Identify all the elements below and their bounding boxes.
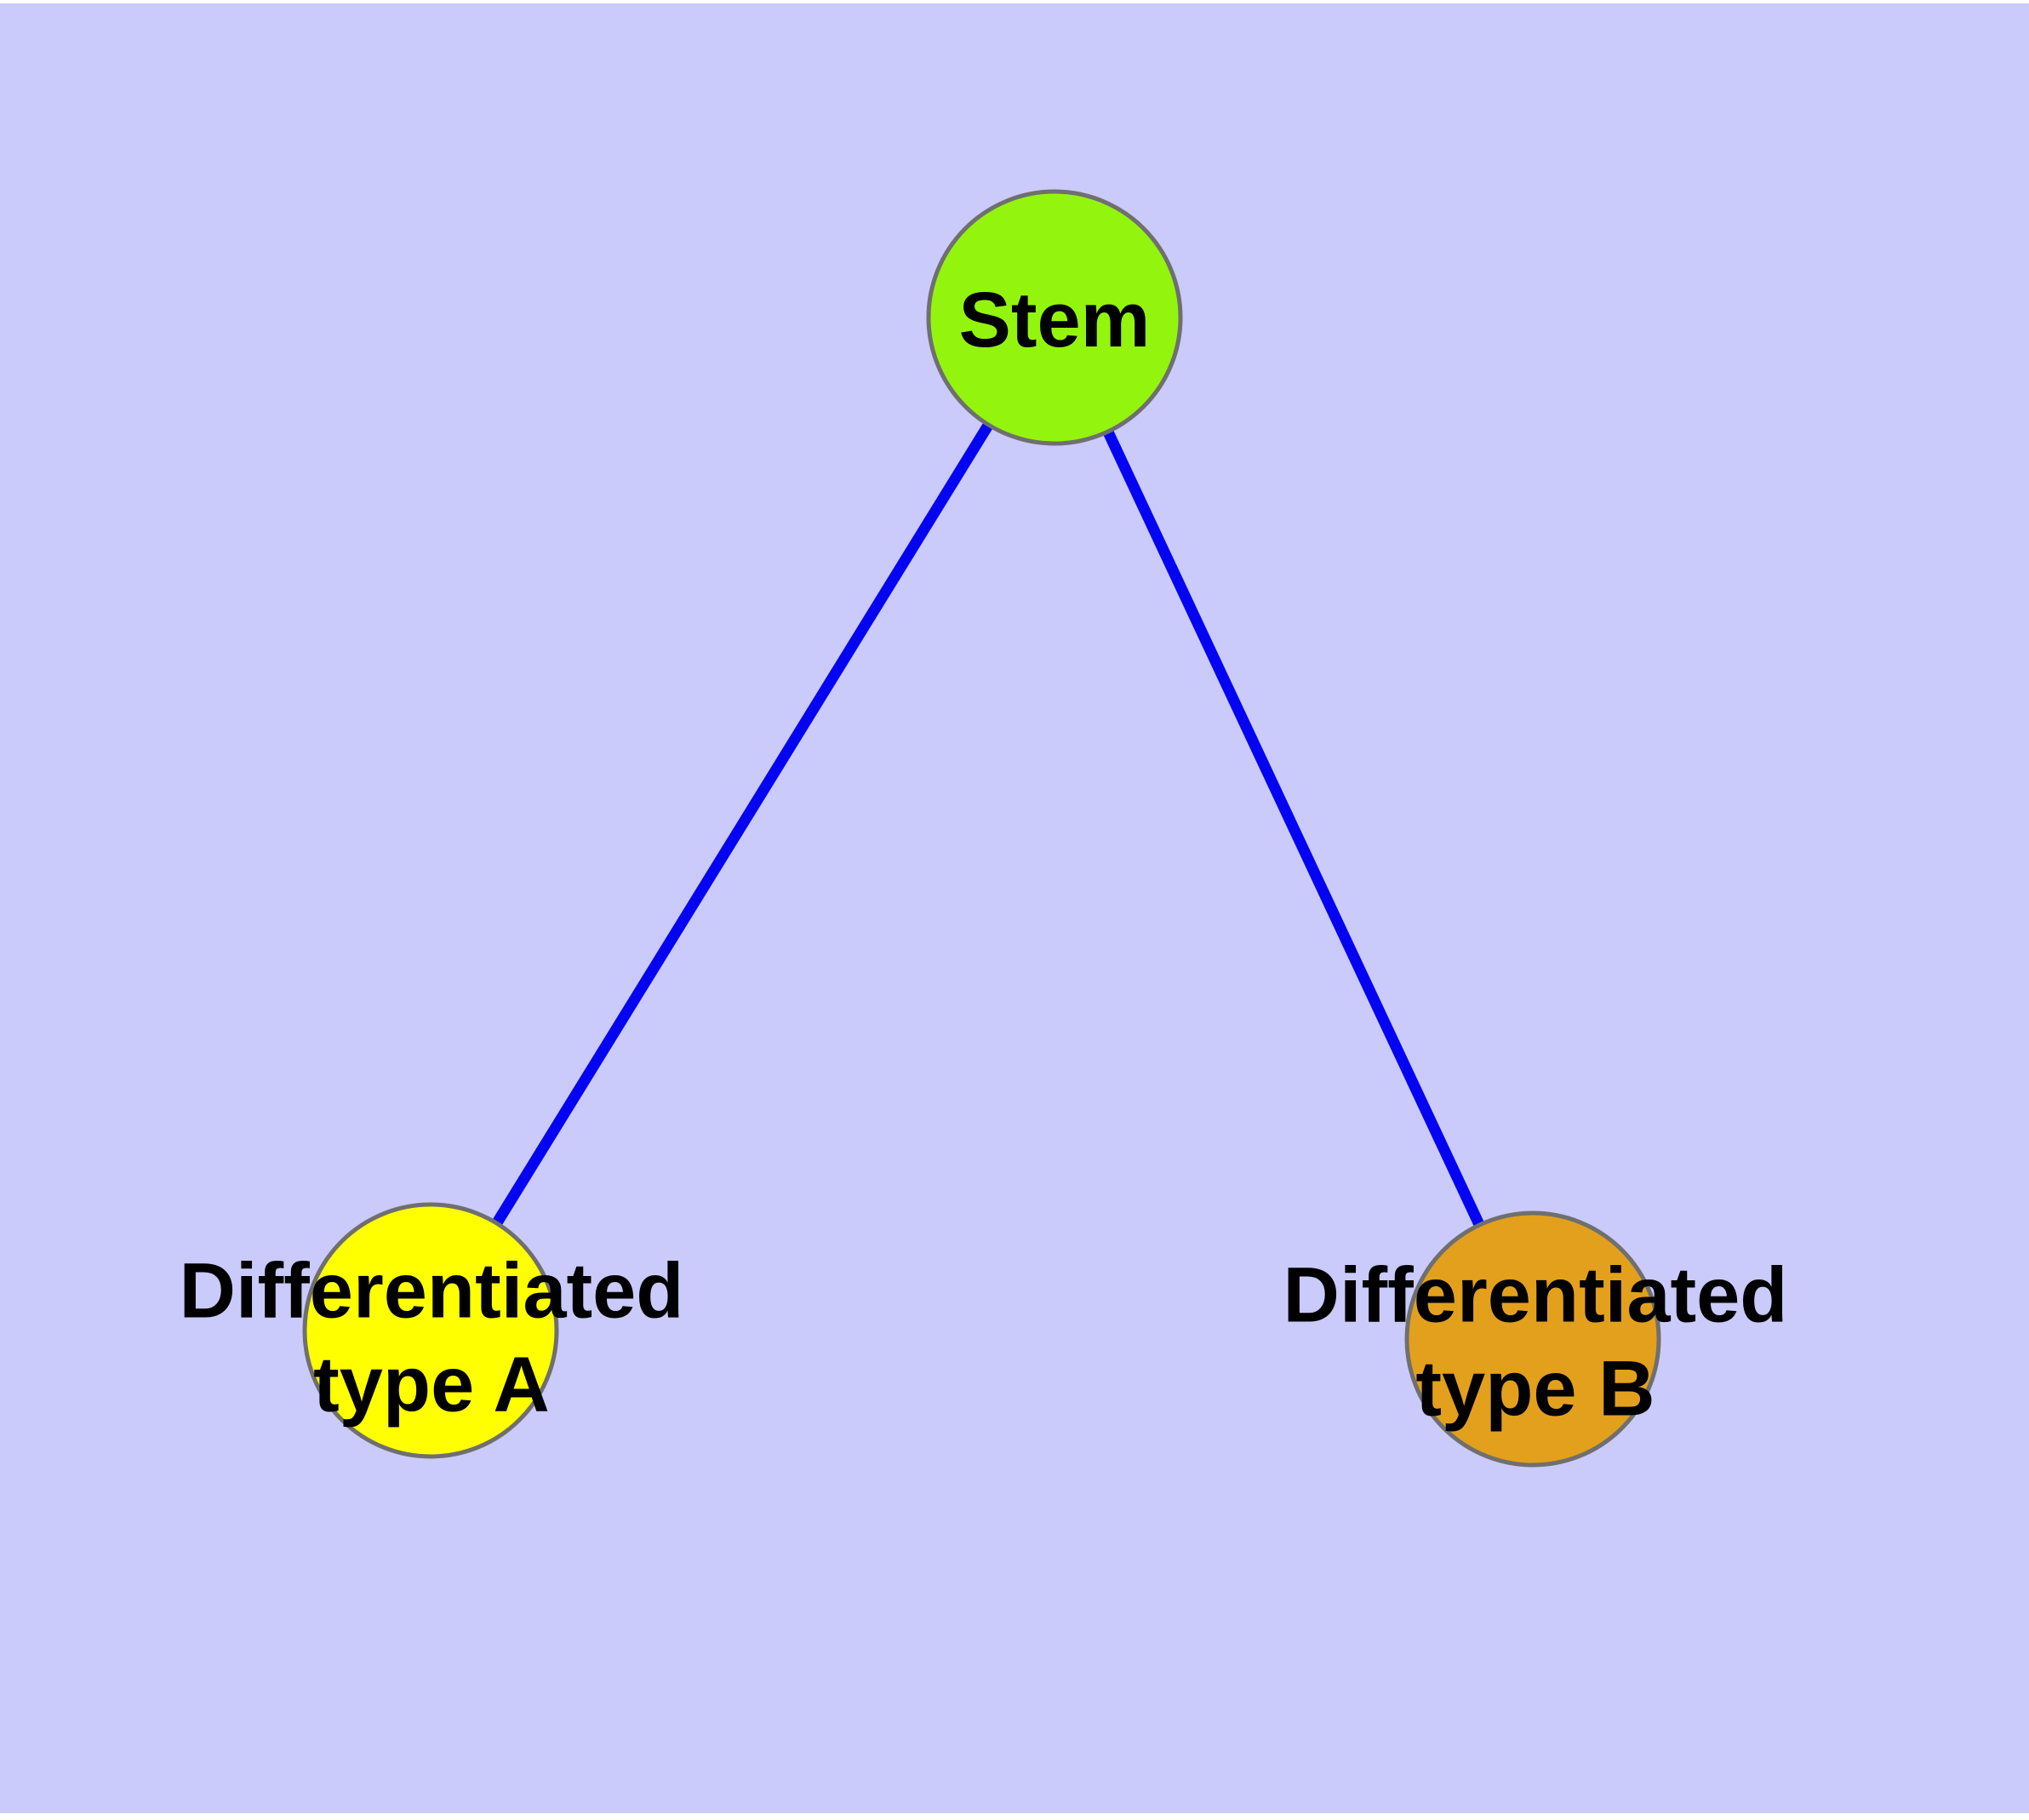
node-type-a-label-line1: Differentiated	[179, 1247, 684, 1335]
node-stem-circle	[926, 189, 1183, 446]
node-type-b-label-line2: type B	[1415, 1346, 1655, 1433]
edge-stem-to-type-a	[426, 314, 1060, 1334]
node-type-b-circle	[1404, 1210, 1661, 1468]
node-type-a-label-line2: type A	[313, 1342, 550, 1428]
node-type-a-circle	[302, 1202, 559, 1459]
node-type-a-label: Differentiated type A	[180, 1245, 684, 1433]
node-type-b-label-line1: Differentiated	[1283, 1251, 1788, 1339]
node-type-b-label: Differentiated type B	[1283, 1249, 1788, 1437]
node-stem-label: Stem	[959, 273, 1151, 367]
edge-stem-to-type-b	[1049, 315, 1538, 1342]
node-stem-label-text: Stem	[958, 276, 1151, 363]
